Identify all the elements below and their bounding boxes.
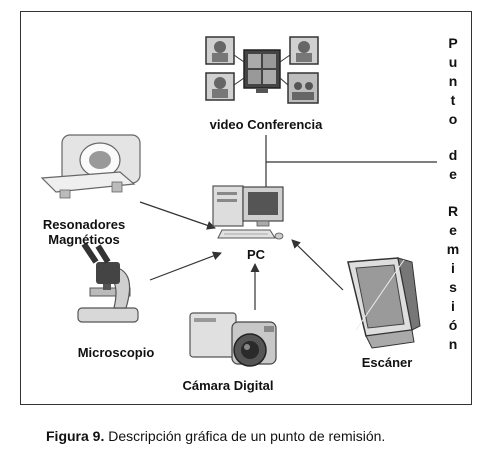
figure-number: Figura 9. <box>46 428 105 444</box>
diagram-frame <box>20 11 472 405</box>
side-title-letter: n <box>448 73 458 89</box>
mri-arrow <box>139 201 216 230</box>
caption-text: Descripción gráfica de un punto de remis… <box>104 428 386 444</box>
side-title-letter: d <box>448 147 458 163</box>
pc-label: PC <box>246 247 266 262</box>
video-conference-icon <box>205 36 319 104</box>
scanner-label: Escáner <box>361 355 413 370</box>
side-title-letter: P <box>448 35 458 51</box>
microscope-arrow <box>149 251 222 281</box>
side-title-letter: t <box>450 92 456 108</box>
microscope-icon <box>77 242 139 323</box>
remission-point-vertical-title: P u n t o d e R e m i s i ó n <box>439 36 467 356</box>
camera-label: Cámara Digital <box>182 378 274 393</box>
figure-caption: Figura 9. Descripción gráfica de un punt… <box>46 428 385 444</box>
scanner-arrow <box>291 239 344 291</box>
side-title-letter: e <box>449 222 457 238</box>
microscope-label: Microscopio <box>77 345 155 360</box>
side-title-letter: u <box>448 54 458 70</box>
side-title-letter: n <box>448 336 458 352</box>
side-title-letter: o <box>448 111 458 127</box>
scanner-icon <box>347 257 421 349</box>
side-title-letter: R <box>447 203 459 219</box>
video-conference-label: video Conferencia <box>209 117 323 132</box>
side-title-letter: s <box>449 279 457 295</box>
side-title-letter: e <box>449 166 457 182</box>
mri-scanner-icon <box>40 134 141 199</box>
side-title-letter: i <box>451 298 455 314</box>
side-title-letter: i <box>451 260 455 276</box>
mri-label-line1: Resonadores <box>42 217 126 232</box>
side-title-letter: m <box>446 241 460 257</box>
mri-label-line2: Magnéticos <box>48 232 120 247</box>
digital-camera-icon <box>189 312 277 367</box>
side-title-letter: ó <box>448 317 458 333</box>
desktop-computer-icon <box>212 185 284 240</box>
